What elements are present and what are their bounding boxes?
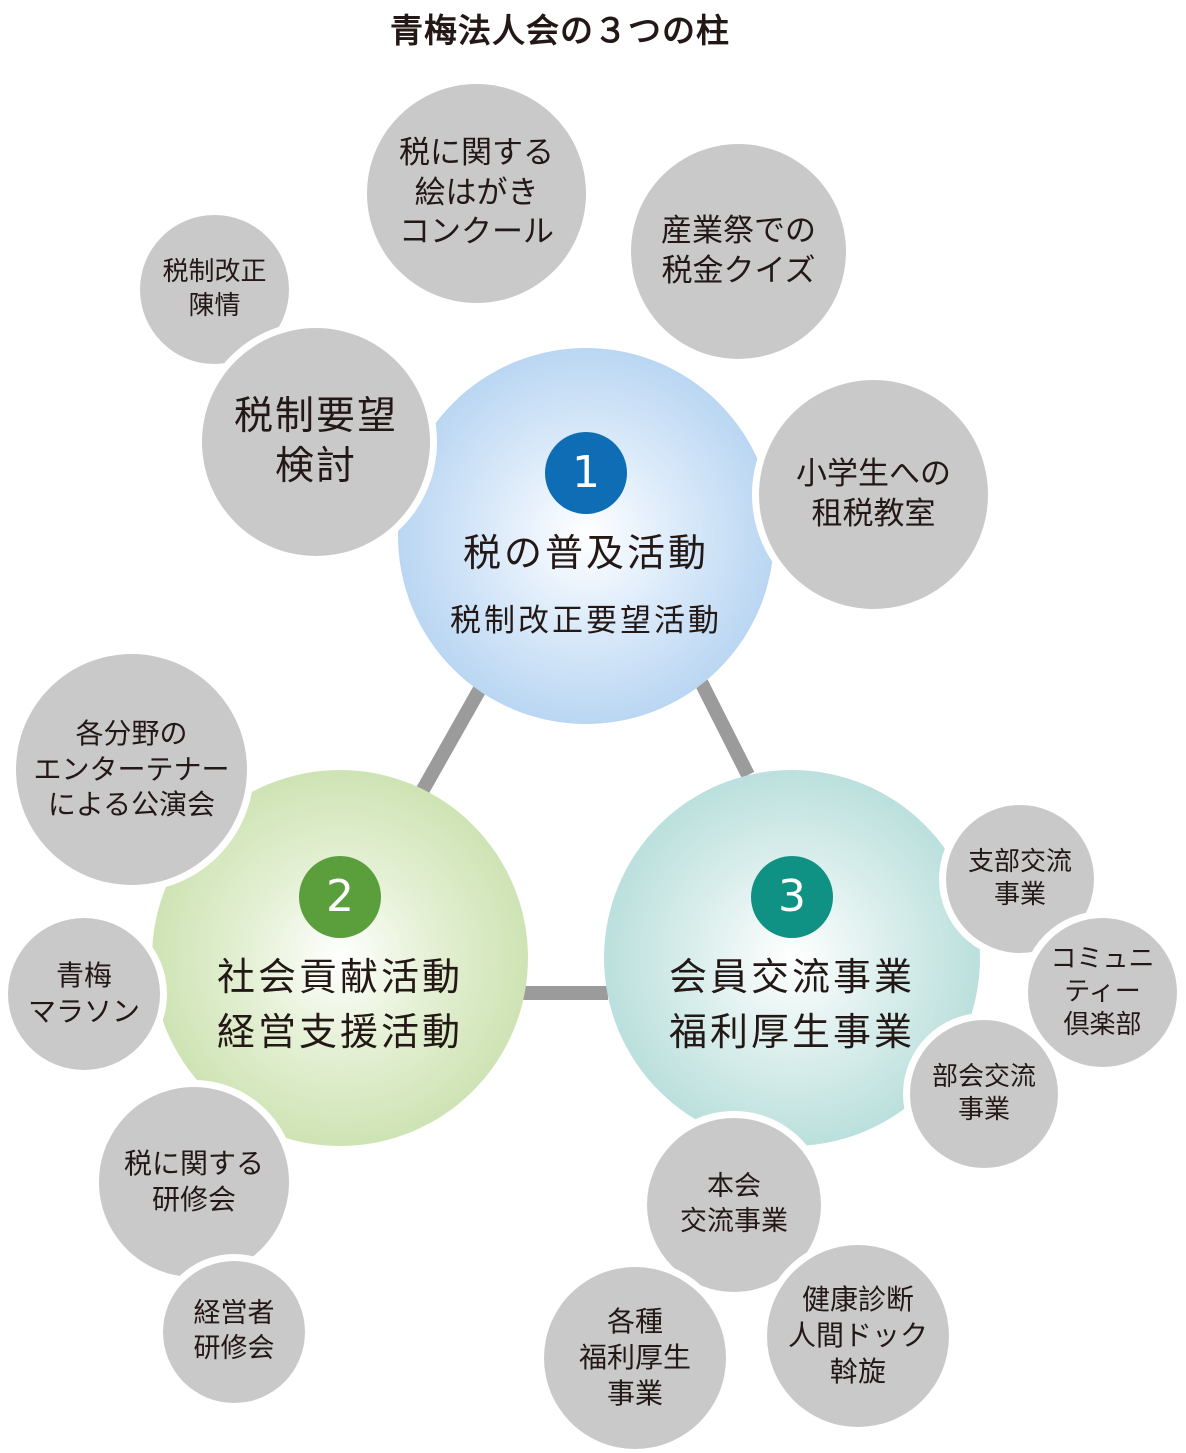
- satellite-text-line: 各分野の: [75, 716, 188, 750]
- pillar-2-label-line-2: 経営支援活動: [216, 1010, 463, 1054]
- satellite-text-line: 研修会: [151, 1183, 236, 1216]
- satellite-head-office-exchange: 本会 交流事業: [647, 1118, 821, 1292]
- satellite-text-line: 部会交流: [931, 1061, 1036, 1092]
- satellite-community-club: コミュニ ティー 倶楽部: [1028, 918, 1177, 1067]
- satellite-text-line: 税制改正: [162, 257, 267, 288]
- satellite-text-line: 本会: [707, 1171, 761, 1203]
- satellite-text-line: 租税教室: [811, 495, 936, 532]
- satellite-text-line: 税金クイズ: [661, 252, 816, 289]
- satellite-text-line: 税に関する: [123, 1147, 264, 1181]
- pillar-3-label-line-2: 福利厚生事業: [668, 1010, 915, 1054]
- pillar-3-label-line-1: 会員交流事業: [668, 954, 915, 999]
- satellite-text-line: コンクール: [399, 214, 554, 251]
- pillar-1-label: 税の普及活動: [462, 530, 709, 575]
- satellite-executive-seminar: 経営者 研修会: [163, 1261, 305, 1403]
- pillar-3-number-badge: 3: [751, 855, 833, 938]
- satellite-tax-card-contest: 税に関する 絵はがき コンクール: [367, 84, 586, 303]
- satellite-text-line: 小学生への: [796, 455, 951, 492]
- satellite-text-line: 青梅: [55, 959, 112, 993]
- satellite-text-line: 税に関する: [399, 134, 554, 171]
- satellite-text-line: エンターテナー: [33, 752, 230, 786]
- satellite-ome-marathon: 青梅 マラソン: [8, 918, 160, 1070]
- satellite-text-line: 支部交流: [967, 846, 1072, 877]
- pillar-2-label-line-1: 社会貢献活動: [216, 954, 463, 999]
- connector-1-2: [413, 676, 492, 799]
- satellite-text-line: 福利厚生: [578, 1341, 691, 1375]
- satellite-text-line: ティー: [1064, 976, 1141, 1007]
- satellite-text-line: 事業: [606, 1376, 663, 1410]
- satellite-text-line: 研修会: [193, 1333, 275, 1364]
- satellite-text-line: 税制要望: [233, 394, 398, 440]
- satellite-text-line: 事業: [993, 880, 1046, 910]
- satellite-text-line: 交流事業: [680, 1206, 788, 1237]
- satellite-welfare-programs: 各種 福利厚生 事業: [544, 1267, 726, 1449]
- satellite-text-line: 絵はがき: [414, 174, 539, 211]
- pillar-1-number-badge: 1: [545, 431, 627, 514]
- satellite-text-line: コミュニ: [1050, 943, 1155, 974]
- satellite-text-line: による公演会: [47, 788, 216, 822]
- satellite-section-exchange: 部会交流 事業: [910, 1020, 1058, 1168]
- diagram-title: 青梅法人会の３つの柱: [390, 11, 730, 50]
- satellite-text-line: 検討: [274, 444, 357, 489]
- pillar-2-number-badge: 2: [299, 855, 381, 938]
- satellite-text-line: マラソン: [27, 995, 140, 1028]
- satellite-health-checkup: 健康診断 人間ドック 斡旋: [767, 1245, 949, 1427]
- satellite-text-line: 陳情: [188, 290, 241, 321]
- satellite-text-line: 産業祭での: [661, 212, 816, 249]
- satellite-entertainer-show: 各分野の エンターテナー による公演会: [16, 654, 247, 885]
- satellite-text-line: 健康診断: [801, 1283, 914, 1317]
- satellite-tax-seminar: 税に関する 研修会: [99, 1087, 289, 1277]
- satellite-text-line: 事業: [957, 1095, 1010, 1125]
- satellite-industry-fair-quiz: 産業祭での 税金クイズ: [631, 144, 846, 359]
- satellite-text-line: 経営者: [193, 1298, 275, 1330]
- satellite-text-line: 各種: [606, 1305, 663, 1339]
- satellite-text-line: 斡旋: [829, 1354, 886, 1388]
- pillar-1-circle: 1 税の普及活動 税制改正要望活動: [398, 348, 774, 724]
- satellite-text-line: 人間ドック: [787, 1319, 928, 1353]
- satellite-tax-reform-study: 税制要望 検討: [202, 328, 430, 556]
- satellite-elementary-tax-class: 小学生への 租税教室: [759, 380, 988, 609]
- connector-1-3: [693, 676, 755, 779]
- pillar-1-sublabel: 税制改正要望活動: [450, 603, 722, 640]
- satellite-text-line: 倶楽部: [1063, 1010, 1142, 1041]
